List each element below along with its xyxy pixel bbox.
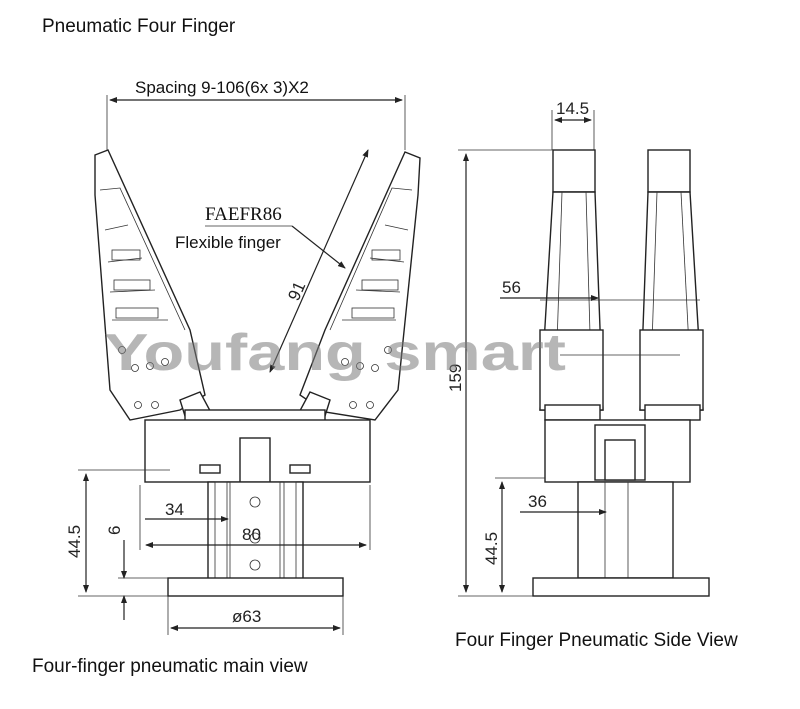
side-view-caption: Four Finger Pneumatic Side View (455, 630, 738, 651)
top-dimension-label: 14.5 (556, 99, 589, 118)
small-6-label: 6 (105, 526, 124, 535)
side-right-finger (639, 149, 704, 421)
page-title: Pneumatic Four Finger (42, 16, 236, 37)
total-height-label: 159 (446, 364, 465, 392)
right-finger (294, 151, 421, 439)
side-body (532, 419, 710, 597)
spread-dimension-label: 56 (502, 278, 521, 297)
watermark: Youfang smart (104, 324, 566, 382)
height-44-label: 44.5 (65, 525, 84, 558)
body-dimension-label: 36 (528, 492, 547, 511)
finger-leader (291, 225, 346, 269)
side-height-label: 44.5 (482, 532, 501, 565)
side-left-finger (539, 149, 604, 421)
width-80-label: 80 (242, 525, 261, 544)
finger-length-label: 91 (284, 279, 309, 304)
diameter-label: ø63 (232, 607, 261, 626)
model-label: FAEFR86 (205, 204, 282, 225)
spacing-label: Spacing 9-106(6x 3)X2 (135, 78, 309, 97)
gripper-body (144, 409, 371, 597)
finger-label: Flexible finger (175, 233, 281, 252)
main-view-caption: Four-finger pneumatic main view (32, 656, 308, 677)
side-view: 14.5 56 (446, 99, 738, 651)
main-view: Spacing 9-106(6x 3)X2 (32, 78, 421, 677)
width-34-label: 34 (165, 500, 184, 519)
left-finger (94, 149, 216, 439)
finger-length-dimension (269, 149, 369, 373)
